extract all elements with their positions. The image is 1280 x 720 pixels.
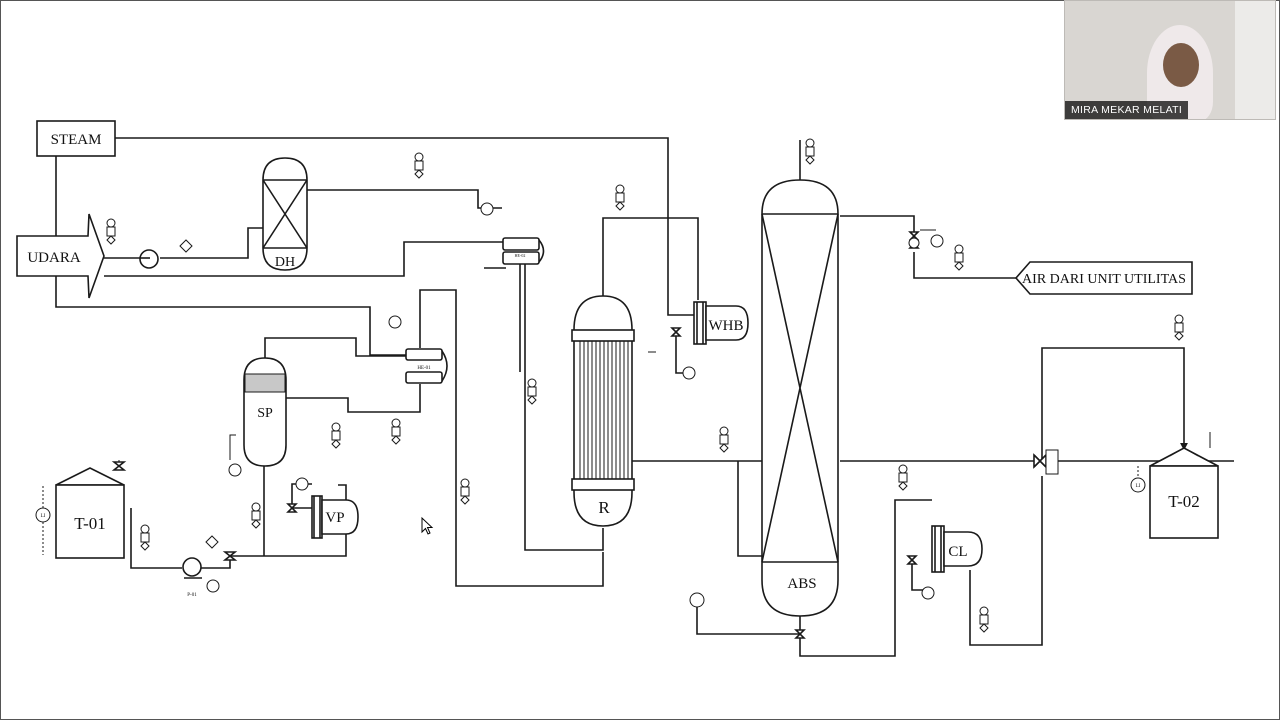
abs-label: ABS: [787, 576, 816, 592]
he01-label: HE-01: [417, 366, 431, 371]
svg-text:LI: LI: [1136, 484, 1141, 489]
t01-tank: T-01: [55, 467, 125, 559]
reactor-label: R: [598, 498, 610, 517]
sp-separator: SP: [243, 357, 287, 467]
whb-label: WHB: [709, 318, 744, 334]
sp-label: SP: [257, 406, 273, 421]
whb-boiler: WHB: [693, 301, 749, 345]
vp-label: VP: [325, 510, 344, 526]
mouse-cursor: [421, 516, 434, 535]
he02-label: HE-02: [515, 253, 526, 258]
pump-p01: P-01: [182, 557, 202, 598]
process-lines: [42, 137, 1234, 657]
utility-water-inlet: AIR DARI UNIT UTILITAS: [1014, 261, 1193, 295]
t02-label: T-02: [1168, 492, 1200, 511]
air-utilitas-label: AIR DARI UNIT UTILITAS: [1022, 272, 1186, 287]
level-indicator-t02: LI: [1130, 477, 1146, 493]
udara-label: UDARA: [27, 250, 81, 266]
p01-label: P-01: [187, 593, 197, 598]
valves: [111, 231, 920, 639]
video-thumbnail: MIRA MEKAR MELATI: [1064, 0, 1276, 120]
control-valve: [1033, 449, 1059, 475]
instrument-bubbles: [206, 202, 944, 608]
video-background: [1235, 1, 1275, 119]
reactor-r: R: [571, 295, 635, 527]
instrument-tags: [106, 138, 1184, 633]
t02-tank: T-02: [1149, 447, 1219, 539]
vp-vaporizer: VP: [311, 495, 359, 539]
he02-exchanger: HE-02: [502, 237, 545, 265]
blower: [139, 249, 159, 269]
participant-face: [1163, 43, 1199, 87]
cl-label: CL: [948, 544, 967, 560]
abs-column: ABS: [761, 179, 839, 617]
participant-name: MIRA MEKAR MELATI: [1065, 101, 1189, 119]
dh-label: DH: [275, 255, 295, 270]
he01-exchanger: HE-01: [405, 348, 448, 384]
cl-cooler: CL: [931, 525, 983, 573]
svg-text:LI: LI: [41, 514, 46, 519]
steam-source: STEAM: [36, 120, 116, 157]
dh-column: DH: [262, 157, 308, 271]
udara-inlet: UDARA: [16, 213, 105, 299]
level-indicator-t01: LI: [35, 507, 51, 523]
steam-label: STEAM: [51, 132, 102, 148]
t01-label: T-01: [74, 514, 106, 533]
